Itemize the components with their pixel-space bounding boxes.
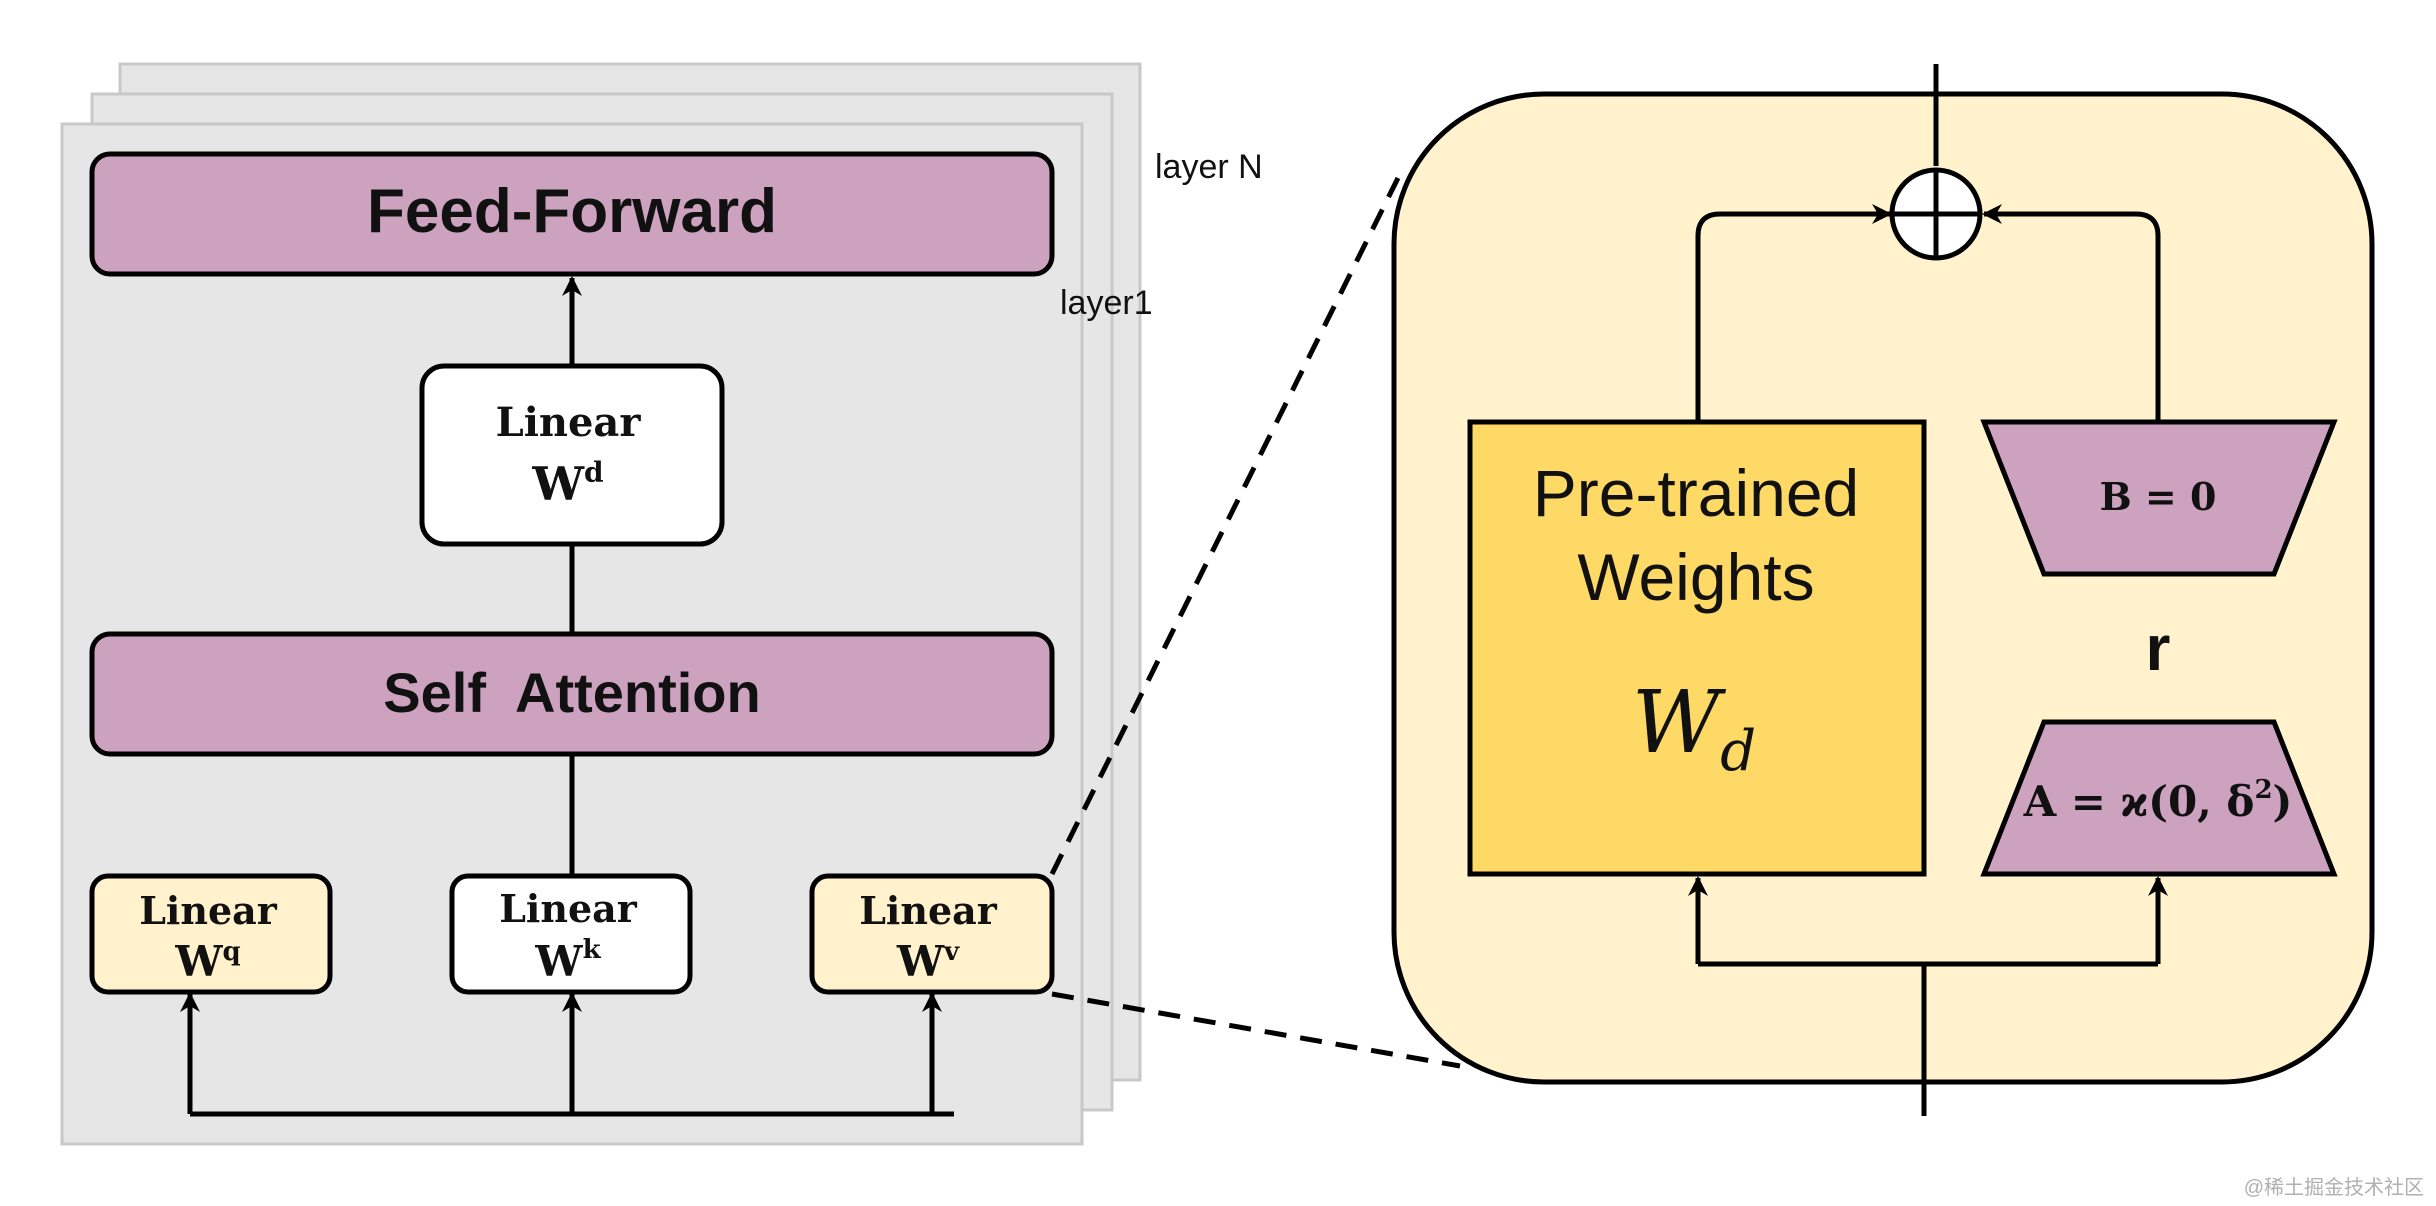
b-matrix-block: B = 0 <box>1980 419 2338 577</box>
feed-forward-label: Feed-Forward <box>367 177 777 246</box>
arrow-b-to-sum <box>1982 204 2161 420</box>
linear-q-block: Linear Wq <box>89 873 333 995</box>
linear-k-title: Linear <box>499 886 638 931</box>
linear-d-title: Linear <box>496 399 642 446</box>
self-attention-block: Self Attention <box>89 631 1055 757</box>
zoom-lines <box>1049 176 1461 1069</box>
left-connectors <box>180 276 954 1117</box>
linear-d-block: Linear Wd <box>419 363 725 547</box>
linear-v-block: Linear Wv <box>809 873 1055 995</box>
pretrained-label-line2: Weights <box>1577 540 1814 614</box>
a-matrix-label: A = ϰ(0, δ2) <box>2023 775 2293 826</box>
zoom-line-top <box>1049 176 1401 876</box>
lora-connectors <box>1688 64 2168 1116</box>
linear-q-symbol: Wq <box>174 937 240 986</box>
zoom-line-bottom <box>1051 991 1461 1069</box>
pretrained-label-line1: Pre-trained <box>1533 456 1860 530</box>
layer-1-label: layer1 <box>1060 284 1153 322</box>
layer-n-label: layer N <box>1155 148 1263 186</box>
b-matrix-label: B = 0 <box>2100 474 2217 519</box>
sum-node <box>1889 167 1983 261</box>
watermark: @稀土掘金技术社区 <box>2244 1176 2424 1199</box>
feed-forward-block: Feed-Forward <box>89 151 1055 277</box>
linear-k-block: Linear Wk <box>449 873 693 995</box>
pretrained-weights-block: Pre-trained Weights Wd <box>1467 419 1927 877</box>
weight-symbol: Wd <box>1632 673 1756 784</box>
a-matrix-block: A = ϰ(0, δ2) <box>1980 719 2338 877</box>
rank-label: r <box>2146 612 2171 684</box>
linear-k-symbol: Wk <box>534 935 601 986</box>
self-attention-label: Self Attention <box>383 661 760 724</box>
linear-d-symbol: Wd <box>531 456 603 511</box>
linear-q-title: Linear <box>139 888 278 933</box>
linear-v-title: Linear <box>859 888 998 933</box>
linear-v-symbol: Wv <box>896 937 960 986</box>
arrow-weights-to-sum <box>1695 204 1892 420</box>
